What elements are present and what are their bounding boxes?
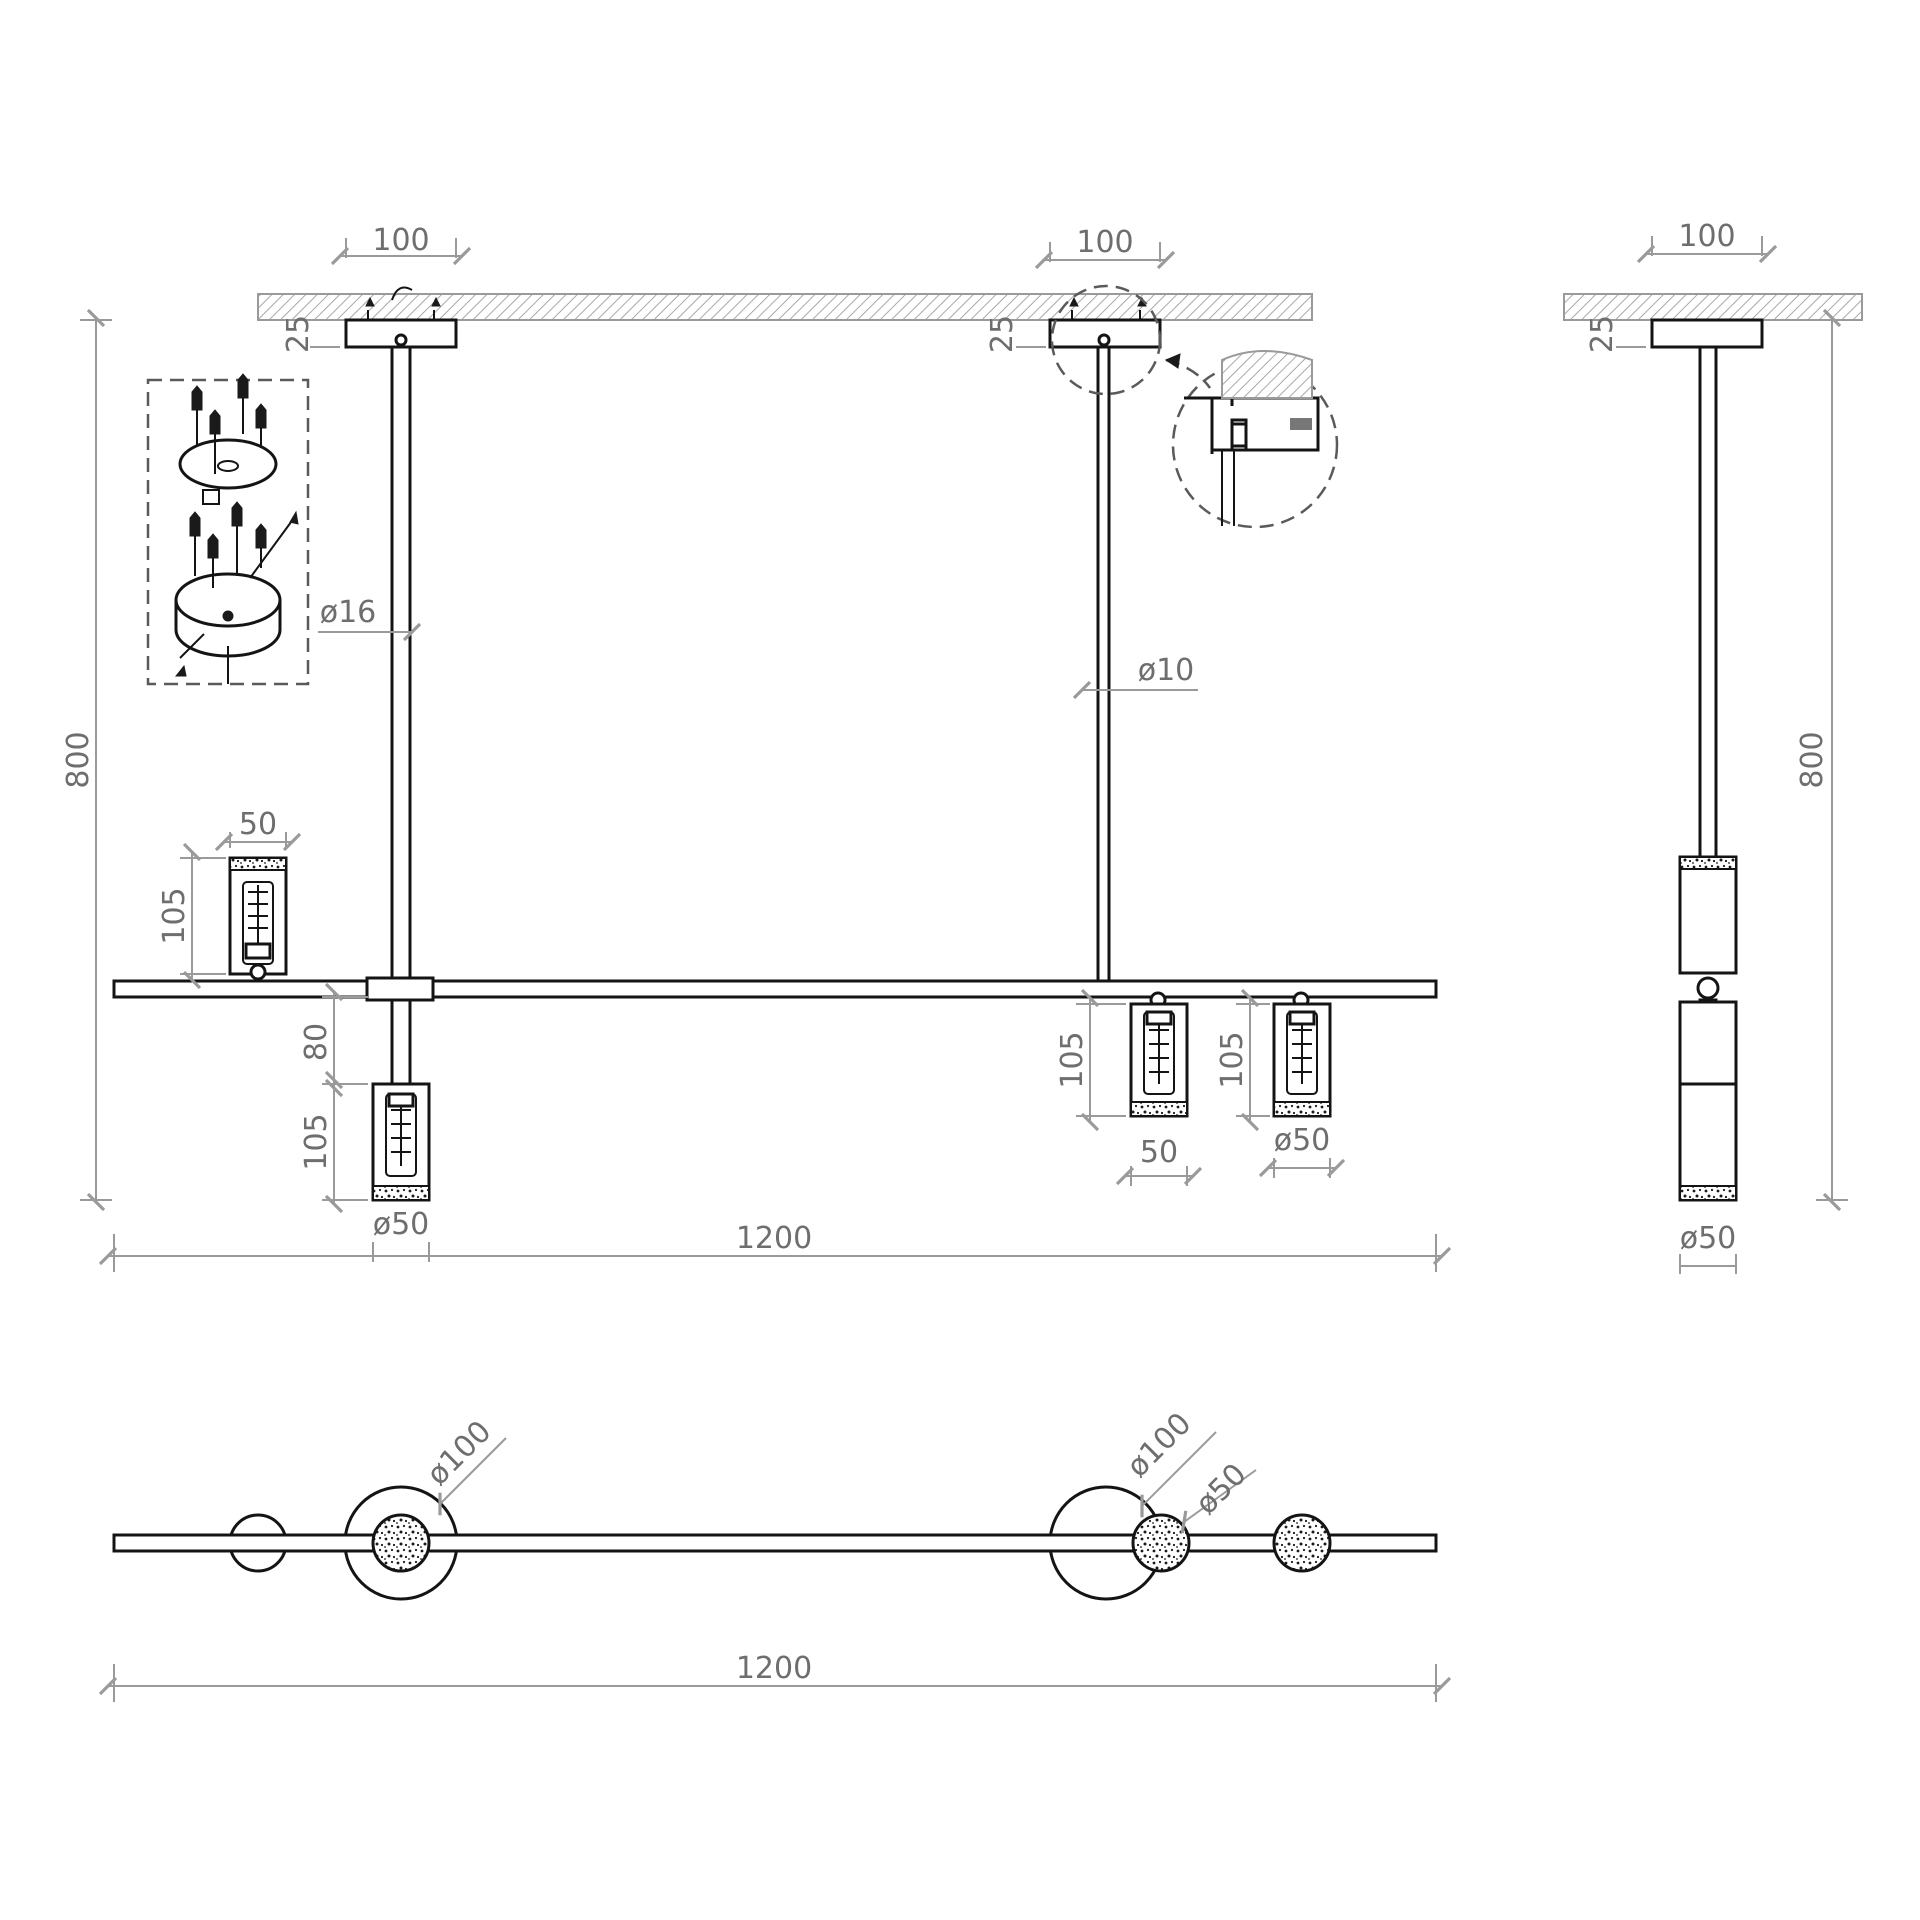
bar-joint: [365, 976, 435, 1002]
side-dimensions: 100 25 800 ø50: [1585, 219, 1848, 1274]
total-height-label: 800: [61, 731, 96, 788]
rod-right: [1096, 345, 1111, 983]
front-view: [112, 284, 1438, 1202]
right-shade-1: [1129, 991, 1189, 1118]
right-shade-1-width-label: 50: [1140, 1135, 1178, 1170]
mount-left-height-label: 25: [281, 315, 316, 353]
canopy-exploded-detail: [146, 373, 310, 686]
horizontal-bar: [112, 979, 1438, 999]
rod-left: [390, 345, 412, 983]
mount-right-width-label: 100: [1076, 225, 1133, 260]
rod-right-diameter-label: ø10: [1138, 653, 1195, 688]
upper-shade-side: [1678, 855, 1738, 975]
side-mount-width-label: 100: [1678, 219, 1735, 254]
pivot-side: [1696, 976, 1720, 1000]
mount-right-height-label: 25: [985, 315, 1020, 353]
upper-shade: [228, 856, 288, 981]
right-shade-2: [1272, 991, 1332, 1118]
rod-side: [1698, 345, 1718, 859]
top-dimensions: ø100 ø100 ø50 1200: [98, 1406, 1452, 1702]
lower-shade-height-label: 105: [299, 1113, 334, 1170]
top-view: [112, 1485, 1438, 1601]
right-shade-1-height-label: 105: [1055, 1031, 1090, 1088]
lower-stem-height-label: 80: [299, 1023, 334, 1061]
lower-shade-diameter-label: ø50: [373, 1207, 430, 1242]
upper-shade-width-label: 50: [239, 807, 277, 842]
top-canopy-left-diameter-label: ø100: [420, 1414, 498, 1492]
front-dimensions: 100 100 25 25 ø16 ø10 800 50 105: [61, 223, 1452, 1272]
canopy-side: [1650, 318, 1764, 349]
top-shade-right: [1272, 1513, 1332, 1573]
side-view: [1563, 293, 1863, 1202]
right-shade-2-height-label: 105: [1215, 1031, 1250, 1088]
side-total-height-label: 800: [1795, 731, 1830, 788]
top-canopy-right-diameter-label: ø100: [1120, 1406, 1198, 1484]
lower-shade-body-side: [1678, 1082, 1738, 1202]
top-bar: [112, 1533, 1438, 1553]
lower-shade-side: [1678, 1000, 1738, 1086]
canopy-left: [344, 286, 458, 349]
side-shade-diameter-label: ø50: [1680, 1221, 1737, 1256]
section-zoom-detail: [1050, 284, 1339, 529]
top-shade-left: [371, 1513, 431, 1573]
lower-stem: [390, 998, 412, 1086]
lower-shade: [371, 1082, 431, 1202]
top-total-width-label: 1200: [736, 1651, 812, 1686]
mount-left-width-label: 100: [372, 223, 429, 258]
total-width-label: 1200: [736, 1221, 812, 1256]
top-shade-mid: [1131, 1513, 1191, 1573]
side-mount-height-label: 25: [1585, 315, 1620, 353]
rod-left-diameter-label: ø16: [320, 595, 377, 630]
ceiling-side: [1563, 293, 1863, 321]
upper-shade-height-label: 105: [157, 887, 192, 944]
right-shade-2-diameter-label: ø50: [1274, 1123, 1331, 1158]
